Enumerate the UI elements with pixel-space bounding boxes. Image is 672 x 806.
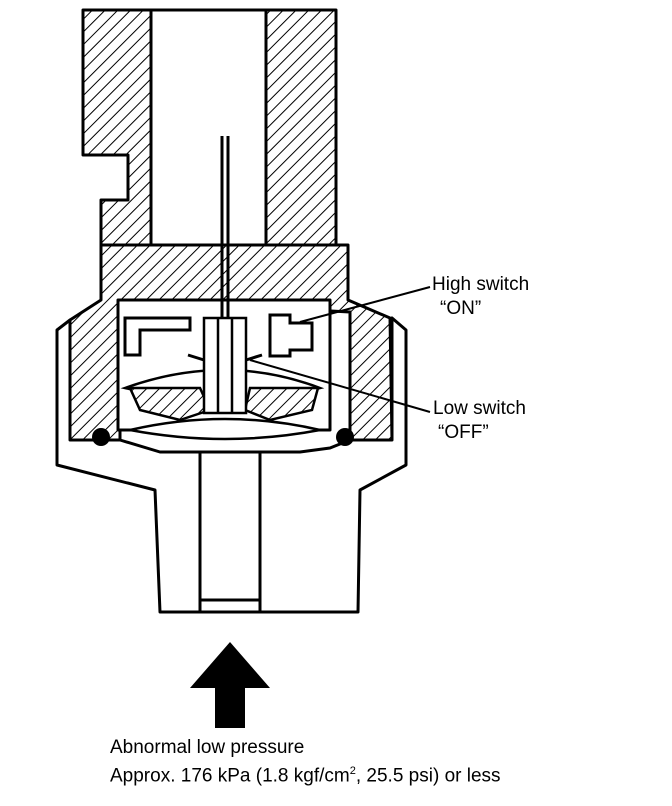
switch-housing (55, 8, 408, 614)
high-switch-state: “ON” (440, 298, 482, 319)
plunger (202, 136, 248, 415)
lower-shell (55, 316, 408, 614)
connector-body-right-wall (264, 8, 338, 247)
low-switch-label: Low switch (433, 398, 526, 419)
high-switch-leader (299, 286, 431, 323)
connector-body-left-wall (81, 8, 153, 247)
caption-pressure-post: , 25.5 psi) or less (355, 765, 501, 787)
caption-pressure-pre: Approx. 176 kPa (1.8 kgf/cm (110, 765, 350, 787)
pressure-arrow-icon (190, 642, 270, 728)
pressure-port (160, 450, 262, 612)
high-switch-label: High switch (432, 274, 530, 295)
caption-pressure-sup: 2 (349, 765, 356, 777)
caption-title: Abnormal low pressure (110, 737, 305, 758)
o-ring-right (336, 428, 354, 446)
low-switch-leader (249, 359, 431, 413)
switch-contacts (123, 313, 314, 362)
o-ring-left (92, 428, 110, 446)
low-switch-state: “OFF” (438, 422, 489, 443)
caption-pressure-value: Approx. 176 kPa (1.8 kgf/cm2, 25.5 psi) … (110, 760, 501, 787)
connector-cavity (149, 8, 268, 247)
